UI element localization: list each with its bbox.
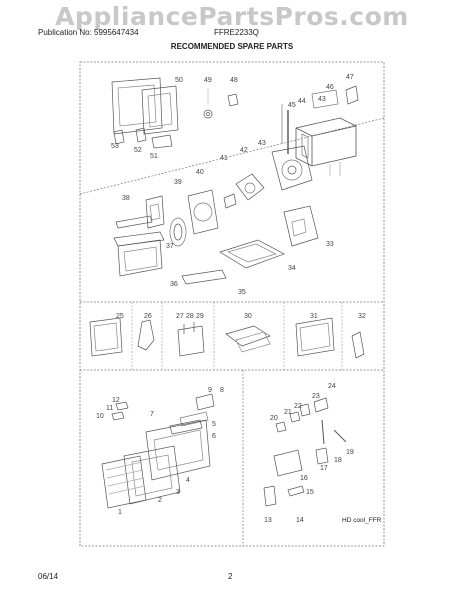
- callout-41: 41: [220, 155, 228, 162]
- callout-40: 40: [196, 169, 204, 176]
- footer-page-number: 2: [228, 572, 233, 581]
- front-grille-parts: [111, 77, 179, 149]
- callout-45: 45: [288, 102, 296, 109]
- diagram-signature: HD cool_FFR: [342, 517, 382, 524]
- callout-42: 42: [240, 147, 248, 154]
- callout-43b: 43: [258, 140, 266, 147]
- callout-13: 13: [264, 517, 272, 524]
- control-parts: [263, 397, 347, 507]
- watermark: AppliancePartsPros.com: [55, 2, 409, 31]
- callout-labels-middle: 25 26 27 28 29 30 31 32: [116, 313, 366, 320]
- footer-date: 06/14: [38, 572, 59, 581]
- callout-34: 34: [288, 265, 296, 272]
- callout-4: 4: [186, 477, 190, 484]
- callout-50: 50: [175, 77, 183, 84]
- callout-44: 44: [298, 98, 306, 105]
- callout-36: 36: [170, 281, 178, 288]
- callout-21: 21: [284, 409, 292, 416]
- callout-1: 1: [118, 509, 122, 516]
- callout-39: 39: [174, 179, 182, 186]
- base-pan-assembly: [113, 205, 319, 285]
- callout-33: 33: [326, 241, 334, 248]
- callout-9: 9: [208, 387, 212, 394]
- callout-48: 48: [230, 77, 238, 84]
- callout-22: 22: [294, 403, 302, 410]
- callout-2: 2: [158, 497, 162, 504]
- callout-7: 7: [150, 411, 154, 418]
- callout-6: 6: [212, 433, 216, 440]
- callout-46: 46: [326, 84, 334, 91]
- callout-23: 23: [312, 393, 320, 400]
- callout-47: 47: [346, 74, 354, 81]
- callout-53: 53: [111, 143, 119, 150]
- callout-28: 28: [186, 313, 194, 320]
- callout-51: 51: [150, 153, 158, 160]
- callout-labels-top: 50 49 48 47 46 45 44 43 43 53 52 51 42 4…: [111, 74, 354, 296]
- publication-number: Publication No: 5995647434: [38, 28, 139, 37]
- callout-12: 12: [112, 397, 120, 404]
- small-parts-top: [203, 85, 359, 119]
- callout-26: 26: [144, 313, 152, 320]
- callout-37: 37: [166, 243, 174, 250]
- callout-17: 17: [320, 465, 328, 472]
- callout-labels-bottom-right: 24 23 22 21 20 19 18 17 16 15 14 13: [264, 383, 354, 524]
- middle-row-parts: [89, 317, 365, 359]
- diagonal-divider: [79, 117, 385, 195]
- callout-24: 24: [328, 383, 336, 390]
- callout-20: 20: [270, 415, 278, 422]
- model-number: FFRE2233Q: [214, 28, 259, 37]
- blower-assembly: [145, 145, 313, 247]
- callout-49: 49: [204, 77, 212, 84]
- callout-19: 19: [346, 449, 354, 456]
- cabinet-assembly: [281, 104, 357, 176]
- callout-14: 14: [296, 517, 304, 524]
- callout-25: 25: [116, 313, 124, 320]
- callout-18: 18: [334, 457, 342, 464]
- callout-10: 10: [96, 413, 104, 420]
- callout-3: 3: [176, 489, 180, 496]
- callout-43a: 43: [318, 96, 326, 103]
- callout-30: 30: [244, 313, 252, 320]
- callout-5: 5: [212, 421, 216, 428]
- front-panel-assembly: [101, 393, 215, 509]
- callout-31: 31: [310, 313, 318, 320]
- diagram-frame: [79, 61, 385, 547]
- callout-29: 29: [196, 313, 204, 320]
- callout-16: 16: [300, 475, 308, 482]
- callout-32: 32: [358, 313, 366, 320]
- callout-15: 15: [306, 489, 314, 496]
- page-title: RECOMMENDED SPARE PARTS: [170, 42, 294, 51]
- callout-38: 38: [122, 195, 130, 202]
- callout-52: 52: [134, 147, 142, 154]
- callout-8: 8: [220, 387, 224, 394]
- callout-labels-bottom-left: 9 8 7 6 5 4 3 2 1 10 11 12: [96, 387, 224, 516]
- callout-27: 27: [176, 313, 184, 320]
- callout-11: 11: [106, 405, 113, 412]
- callout-35: 35: [238, 289, 246, 296]
